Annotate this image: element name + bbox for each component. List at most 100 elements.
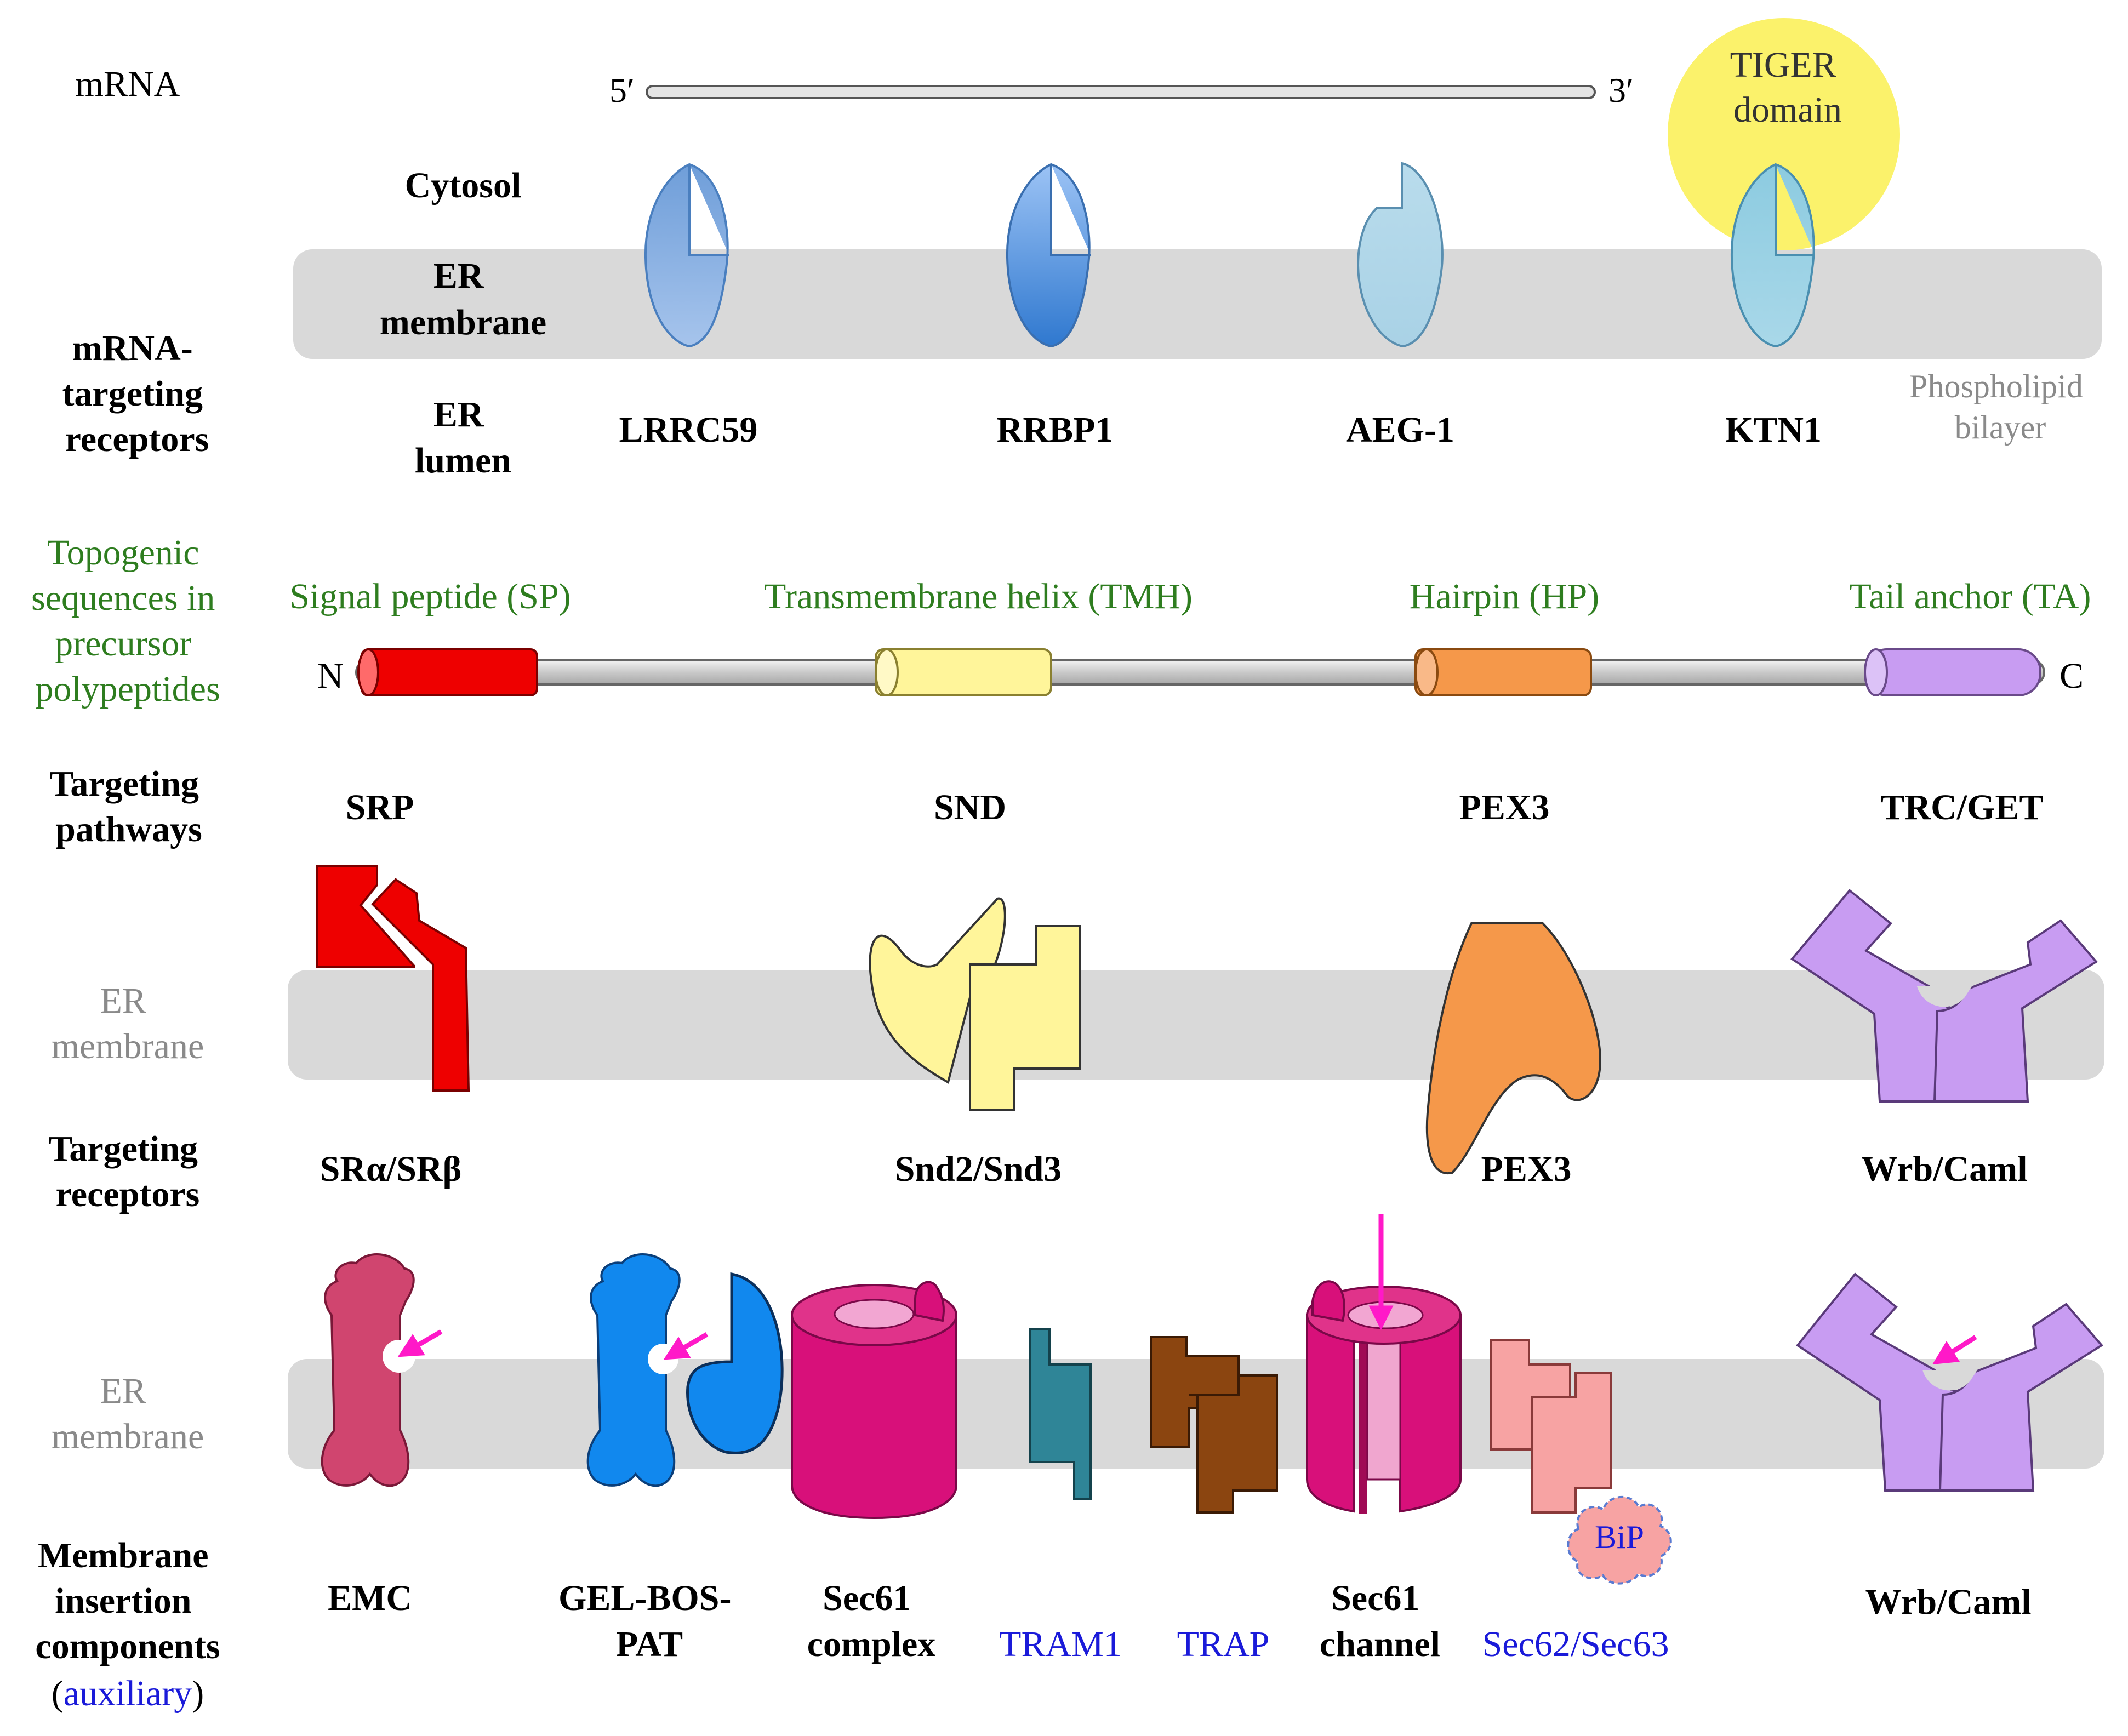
tail-anchor-label: Tail anchor (TA) xyxy=(1850,576,2091,616)
insertion-label-gel-2: PAT xyxy=(616,1624,683,1664)
ktn1-receptor xyxy=(1730,163,1815,348)
er-lumen-label: ER lumen xyxy=(415,395,511,481)
row-label-er-membrane-2b: membrane xyxy=(52,1417,204,1457)
emc-insertion-arrow xyxy=(397,1329,443,1357)
wrb-caml-receptor xyxy=(1790,889,2098,1103)
sec62-sec63-component xyxy=(1490,1339,1612,1514)
hairpin-segment xyxy=(1414,648,1592,696)
sec61-channel xyxy=(1306,1280,1462,1514)
hairpin-label: Hairpin (HP) xyxy=(1410,576,1599,616)
er-membrane-label-2: membrane xyxy=(380,302,546,342)
insertion-label-tram1: TRAM1 xyxy=(999,1624,1122,1664)
snd2-snd3-receptor xyxy=(869,897,1081,1111)
row-label-membrane-insertion-2: insertion xyxy=(55,1581,191,1621)
insertion-label-sec61-channel-1: Sec61 xyxy=(1331,1578,1419,1618)
receptor-label-snd2-snd3: Snd2/Snd3 xyxy=(895,1149,1062,1189)
mrna-three-prime: 3′ xyxy=(1608,71,1634,110)
trap-component xyxy=(1150,1336,1278,1514)
row-label-mrna-targeting-2: targeting xyxy=(62,374,203,414)
c-terminus: C xyxy=(2059,656,2084,696)
row-label-auxiliary: (auxiliary) xyxy=(52,1674,204,1714)
receptor-label-lrrc59: LRRC59 xyxy=(619,410,757,450)
insertion-label-gel-1: GEL-BOS- xyxy=(558,1578,731,1618)
er-membrane-band-1 xyxy=(293,249,2102,359)
tmh-segment xyxy=(875,648,1052,696)
cytosol-label: Cytosol xyxy=(405,165,522,205)
phospholipid-label-1: Phospholipid xyxy=(1909,368,2083,404)
receptor-label-ktn1: KTN1 xyxy=(1725,410,1822,450)
signal-peptide-label: Signal peptide (SP) xyxy=(289,576,570,616)
sec61-complex xyxy=(791,1281,957,1520)
row-label-topogenic-1: Topogenic xyxy=(47,533,199,573)
tram1-component xyxy=(1029,1328,1092,1500)
receptor-label-rrbp1: RRBP1 xyxy=(997,410,1114,450)
tiger-domain-label: TIGER domain xyxy=(1730,45,1846,130)
n-terminus: N xyxy=(317,656,344,696)
insertion-label-sec61-channel-2: channel xyxy=(1320,1624,1440,1664)
row-label-targeting-pathways-2: pathways xyxy=(55,809,202,849)
row-label-topogenic: Topogenic sequences in precursor polypep… xyxy=(31,533,224,709)
tiger-domain xyxy=(1668,18,1900,250)
tiger-label-2: domain xyxy=(1733,90,1842,130)
gel-bos-pat-complex xyxy=(586,1253,784,1487)
row-label-targeting-receptors-2: receptors xyxy=(56,1174,200,1214)
er-membrane-band-2 xyxy=(288,970,2104,1080)
aeg1-receptor xyxy=(1356,162,1444,348)
row-label-mrna: mRNA xyxy=(76,64,180,104)
pathway-label-snd: SND xyxy=(934,787,1006,827)
bip-chaperone xyxy=(1567,1495,1672,1585)
mrna-five-prime: 5′ xyxy=(609,71,635,110)
pathway-label-pex3: PEX3 xyxy=(1459,787,1550,827)
sr-alpha-beta-receptor xyxy=(316,865,470,1092)
insertion-label-trap: TRAP xyxy=(1177,1624,1270,1664)
insertion-label-wrb-caml: Wrb/Caml xyxy=(1865,1582,2031,1622)
er-lumen-label-1: ER xyxy=(433,395,484,435)
insertion-label-sec61-complex: Sec61 complex xyxy=(807,1578,936,1664)
row-label-targeting-pathways: Targeting pathways xyxy=(49,764,208,849)
wrb-caml-insertase xyxy=(1796,1272,2104,1492)
rrbp1-receptor xyxy=(1006,163,1091,348)
row-label-mrna-targeting-1: mRNA- xyxy=(72,328,193,368)
tail-anchor-segment xyxy=(1864,648,2041,696)
row-label-topogenic-4: polypeptides xyxy=(35,669,220,709)
pex3-receptor xyxy=(1425,922,1602,1175)
insertion-label-sec61-complex-2: complex xyxy=(807,1624,936,1664)
receptor-label-aeg1: AEG-1 xyxy=(1346,410,1454,450)
row-label-er-membrane-1a: ER xyxy=(100,981,146,1021)
row-label-er-membrane-1b: membrane xyxy=(52,1026,204,1066)
row-label-topogenic-2: sequences in xyxy=(31,578,215,618)
row-label-er-membrane-1: ER membrane xyxy=(52,981,204,1066)
mrna-strand xyxy=(646,85,1596,99)
phospholipid-label-2: bilayer xyxy=(1955,409,2046,446)
row-label-membrane-insertion-3: components xyxy=(35,1626,220,1666)
receptor-label-pex3: PEX3 xyxy=(1481,1149,1572,1189)
row-label-targeting-receptors-1: Targeting xyxy=(48,1129,198,1169)
receptor-label-sr: SRα/SRβ xyxy=(320,1149,462,1189)
insertion-label-sec61-channel: Sec61 channel xyxy=(1320,1578,1440,1664)
row-label-er-membrane-2a: ER xyxy=(100,1371,146,1411)
er-membrane-label: ER membrane xyxy=(380,256,546,342)
row-label-membrane-insertion-1: Membrane xyxy=(38,1535,209,1575)
row-label-mrna-targeting: mRNA- targeting receptors xyxy=(62,328,212,459)
auxiliary-close: ) xyxy=(192,1674,204,1714)
er-membrane-label-1: ER xyxy=(433,256,484,296)
row-label-membrane-insertion: Membrane insertion components xyxy=(35,1535,220,1666)
auxiliary-open: ( xyxy=(52,1674,64,1714)
row-label-topogenic-3: precursor xyxy=(55,624,191,664)
lrrc59-receptor xyxy=(644,163,729,348)
tmh-label: Transmembrane helix (TMH) xyxy=(764,576,1193,616)
polypeptide-backbone xyxy=(355,659,2045,686)
pathway-label-srp: SRP xyxy=(346,787,414,827)
insertion-label-emc: EMC xyxy=(328,1578,412,1618)
gel-insertion-arrow xyxy=(663,1332,709,1360)
er-lumen-label-2: lumen xyxy=(415,441,511,481)
signal-peptide-segment xyxy=(357,648,538,696)
pathway-label-trc-get: TRC/GET xyxy=(1880,787,2043,827)
row-label-mrna-targeting-3: receptors xyxy=(65,419,209,459)
row-label-er-membrane-2: ER membrane xyxy=(52,1371,204,1457)
auxiliary-word: auxiliary xyxy=(64,1674,192,1714)
insertion-label-sec62-sec63: Sec62/Sec63 xyxy=(1482,1624,1669,1664)
emc-complex xyxy=(321,1253,415,1487)
insertion-label-gel: GEL-BOS- PAT xyxy=(558,1578,740,1664)
